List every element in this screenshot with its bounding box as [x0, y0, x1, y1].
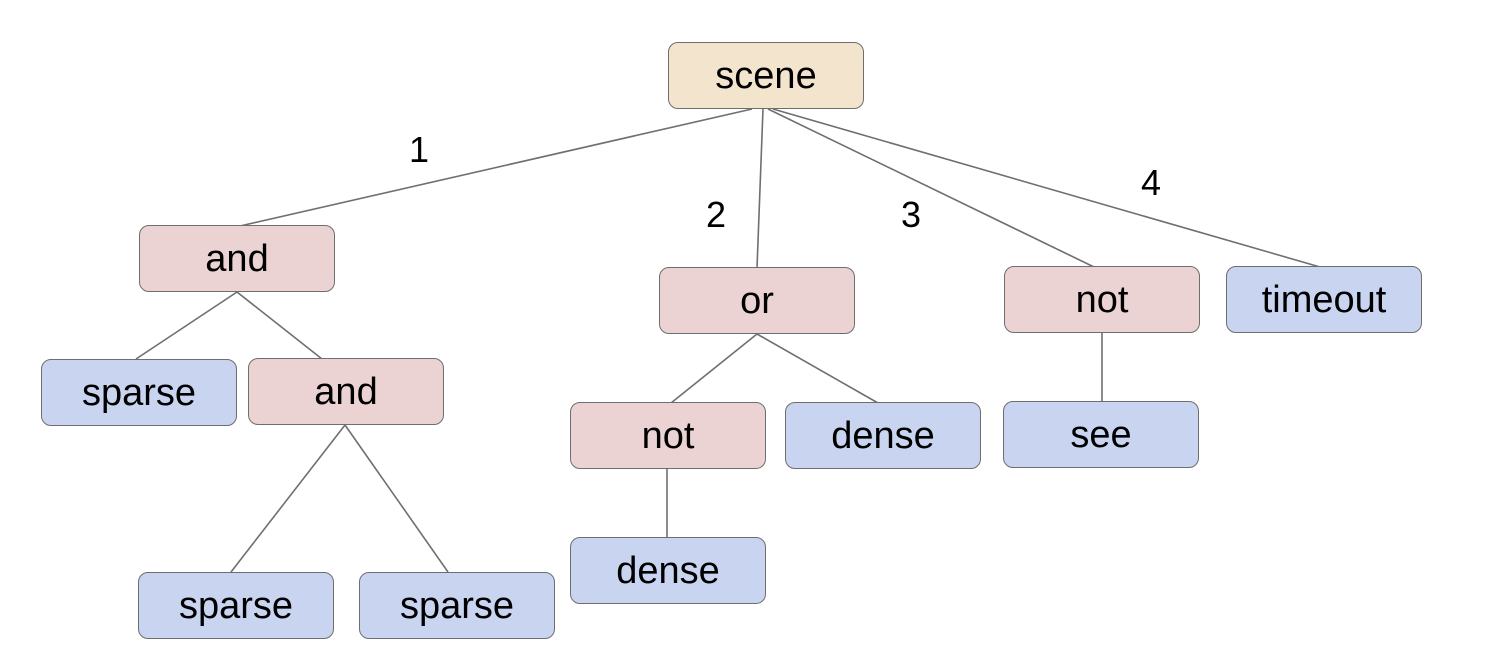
node-dense-1: dense [785, 402, 981, 469]
edge-or-not2 [670, 333, 758, 404]
node-sparse-3: sparse [359, 572, 555, 639]
edge-scene-and1 [239, 108, 753, 227]
node-sparse-1: sparse [41, 359, 237, 426]
edge-and2-sparse2 [230, 424, 346, 573]
node-dense-2: dense [570, 537, 766, 604]
edge-and1-and2 [236, 291, 323, 360]
node-sparse-2: sparse [138, 572, 334, 639]
edge-or-dense1 [756, 333, 879, 404]
edge-and1-sparse1 [135, 291, 238, 360]
node-not-1: not [1004, 266, 1200, 333]
node-timeout: timeout [1226, 266, 1422, 333]
edge-and2-sparse3 [344, 424, 449, 573]
edge-label-3: 3 [900, 194, 922, 235]
edge-scene-or [756, 108, 764, 269]
edge-label-2: 2 [705, 194, 727, 235]
node-and-1: and [139, 225, 335, 292]
edge-scene-timeout [772, 108, 1321, 268]
edge-label-4: 4 [1140, 162, 1162, 203]
node-see: see [1003, 401, 1199, 468]
edge-scene-not1 [767, 108, 1095, 268]
node-not-2: not [570, 402, 766, 469]
node-and-2: and [248, 358, 444, 425]
edge-label-1: 1 [408, 129, 430, 170]
node-or: or [659, 267, 855, 334]
node-scene: scene [668, 42, 864, 109]
